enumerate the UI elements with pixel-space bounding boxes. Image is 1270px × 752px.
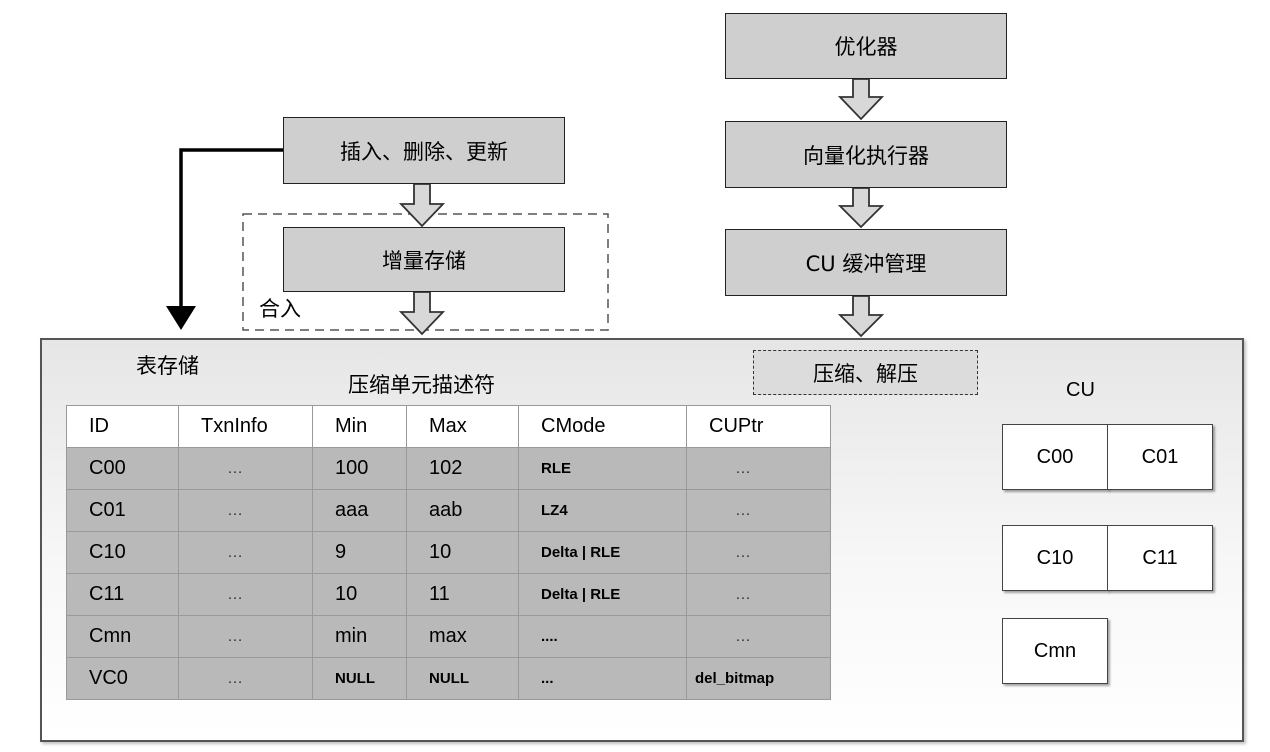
optimizer-box: 优化器 [725,13,1007,79]
cell-min: min [312,615,407,658]
cu-c00: C00 [1002,424,1108,490]
arrow-buffer-to-storage [837,295,885,338]
delta-storage-label: 增量存储 [382,248,466,273]
cell-id: C01 [66,489,179,532]
cu-c11: C11 [1107,525,1213,591]
cu-title: CU [1066,379,1095,401]
arrow-delta-to-storage [398,291,446,336]
compress-decompress-box: 压缩、解压 [753,350,978,395]
cell-cmode: RLE [518,447,687,490]
header-id: ID [66,405,179,448]
table-header-row: ID TxnInfo Min Max CMode CUPtr [66,405,831,448]
cell-id: C10 [66,531,179,574]
cu-c10-label: C10 [1036,546,1074,569]
arrow-executor-to-buffer [837,187,885,229]
table-storage-label: 表存储 [136,354,199,378]
cell-txninfo: … [178,573,313,616]
cell-txninfo: … [178,615,313,658]
cell-cmode: Delta | RLE [518,573,687,616]
table-row: C11 … 10 11 Delta | RLE … [66,573,831,616]
cell-max: max [406,615,519,658]
cell-id: VC0 [66,657,179,700]
cell-id: C11 [66,573,179,616]
cell-cuptr: … [686,573,831,616]
cell-max: 10 [406,531,519,574]
arrow-insert-to-delta [398,183,446,228]
descriptor-title: 压缩单元描述符 [348,373,495,397]
cell-cuptr: … [686,489,831,532]
cell-txninfo: … [178,657,313,700]
cell-max: NULL [406,657,519,700]
header-cmode: CMode [518,405,687,448]
cu-c00-label: C00 [1036,445,1074,468]
cu-descriptor-table: ID TxnInfo Min Max CMode CUPtr C00 … 100… [66,405,831,700]
cell-txninfo: … [178,447,313,490]
cell-txninfo: … [178,531,313,574]
cell-max: 11 [406,573,519,616]
table-row: C00 … 100 102 RLE … [66,447,831,490]
cu-buffer-label: CU 缓冲管理 [805,251,927,276]
table-row: C01 … aaa aab LZ4 … [66,489,831,532]
cu-buffer-box: CU 缓冲管理 [725,229,1007,296]
cell-cuptr: … [686,615,831,658]
write-path-arrowhead [166,306,196,330]
cell-min: 100 [312,447,407,490]
cell-max: aab [406,489,519,532]
cell-min: 9 [312,531,407,574]
cu-c11-label: C11 [1142,546,1178,569]
cell-min: 10 [312,573,407,616]
vector-executor-box: 向量化执行器 [725,121,1007,188]
cell-max: 102 [406,447,519,490]
cu-c10: C10 [1002,525,1108,591]
cell-cmode: LZ4 [518,489,687,532]
header-min: Min [312,405,407,448]
cell-txninfo: … [178,489,313,532]
header-cuptr: CUPtr [686,405,831,448]
cell-min: aaa [312,489,407,532]
cu-cmn: Cmn [1002,618,1108,684]
cell-cmode: ... [518,657,687,700]
cell-id: C00 [66,447,179,490]
header-max: Max [406,405,519,448]
optimizer-label: 优化器 [834,35,898,59]
delta-storage-box: 增量存储 [283,227,565,292]
table-row: VC0 … NULL NULL ... del_bitmap [66,657,831,700]
table-row: Cmn … min max .... … [66,615,831,658]
cu-c01-label: C01 [1141,445,1179,468]
cell-cuptr: del_bitmap [686,657,831,700]
table-row: C10 … 9 10 Delta | RLE … [66,531,831,574]
header-txninfo: TxnInfo [178,405,313,448]
compress-decompress-label: 压缩、解压 [813,361,918,386]
cu-c01: C01 [1107,424,1213,490]
cu-cmn-label: Cmn [1033,639,1077,662]
write-path-arrow [179,148,283,312]
cell-cmode: .... [518,615,687,658]
insert-delete-update-label: 插入、删除、更新 [340,139,508,164]
arrow-optimizer-to-executor [837,78,885,121]
insert-delete-update-box: 插入、删除、更新 [283,117,565,184]
cell-id: Cmn [66,615,179,658]
merge-label: 合入 [259,297,301,321]
cell-min: NULL [312,657,407,700]
cell-cuptr: … [686,531,831,574]
vector-executor-label: 向量化执行器 [803,143,929,168]
cell-cuptr: … [686,447,831,490]
cell-cmode: Delta | RLE [518,531,687,574]
